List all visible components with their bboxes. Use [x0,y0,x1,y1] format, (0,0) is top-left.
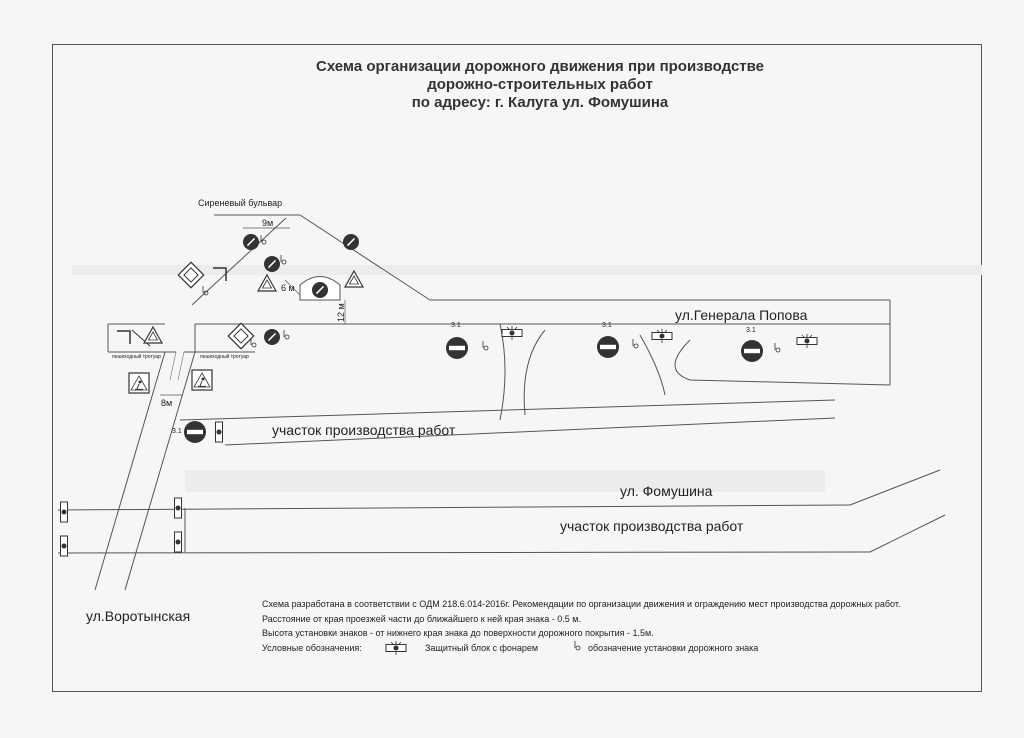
label-sidewalk-right: пешеходный тротуар [200,354,249,360]
label-work-zone-1: участок производства работ [272,422,456,438]
sign-code-3: 3.1 [746,327,756,334]
dim-6m: 6 м [281,283,295,293]
note-line-3: Высота установки знаков - от нижнего кра… [262,628,654,638]
note-line-1: Схема разработана в соответствии с ОДМ 2… [262,599,901,609]
label-fomushina: ул. Фомушина [620,483,713,499]
dim-12m: 12 м [336,303,346,322]
label-gen-popova: ул.Генерала Попова [675,307,808,323]
title-line-3: по адресу: г. Калуга ул. Фомушина [411,94,669,111]
title-line-2: дорожно-строительных работ [427,76,653,93]
label-sirenevy-bulvar: Сиреневый бульвар [198,198,283,208]
title-line-1: Схема организации дорожного движения при… [315,58,764,75]
sign-code-2: 3.1 [602,322,612,329]
note-line-2: Расстояние от края проезжей части до бли… [262,614,581,624]
label-vorotynskaya: ул.Воротынская [86,608,191,624]
legend-block-label: Защитный блок с фонарем [425,643,539,653]
legend-title: Условные обозначения: [262,643,362,653]
label-sidewalk-left: пешеходный тротуар [112,354,161,360]
dim-8m: 8м [161,398,173,408]
sign-code-4: 3.1 [172,428,182,435]
label-work-zone-2: участок производства работ [560,518,744,534]
dim-9m: 9м [262,218,274,228]
legend-sign-label: обозначение установки дорожного знака [588,643,759,653]
drawing-frame [52,44,982,692]
sign-code-1: 3.1 [451,322,461,329]
